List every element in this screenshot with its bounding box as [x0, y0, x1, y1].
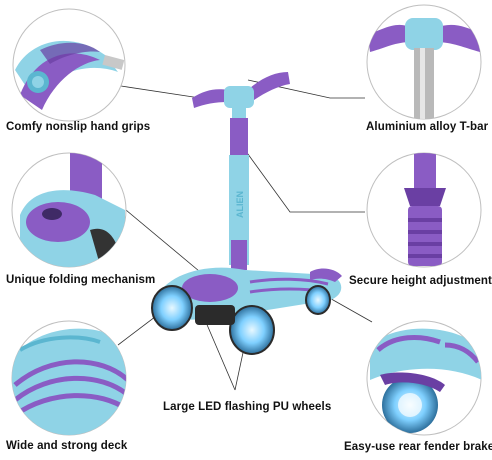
label-brake: Easy-use rear fender brake [344, 441, 492, 453]
hand-grip-detail [12, 8, 126, 122]
label-height: Secure height adjustment [349, 275, 492, 287]
scooter-main-image: ALIEN [151, 72, 342, 355]
rear-brake-detail [366, 320, 482, 436]
label-deck: Wide and strong deck [6, 440, 128, 452]
label-folding: Unique folding mechanism [6, 274, 156, 286]
label-t-bar: Aluminium alloy T-bar [366, 121, 489, 133]
brand-text: ALIEN [235, 191, 245, 218]
t-bar-detail [366, 4, 482, 120]
label-hand-grips: Comfy nonslip hand grips [6, 121, 151, 133]
height-adjust-detail [366, 152, 482, 268]
label-wheels: Large LED flashing PU wheels [163, 401, 332, 413]
deck-detail [11, 320, 127, 436]
folding-mechanism-detail [11, 152, 127, 268]
